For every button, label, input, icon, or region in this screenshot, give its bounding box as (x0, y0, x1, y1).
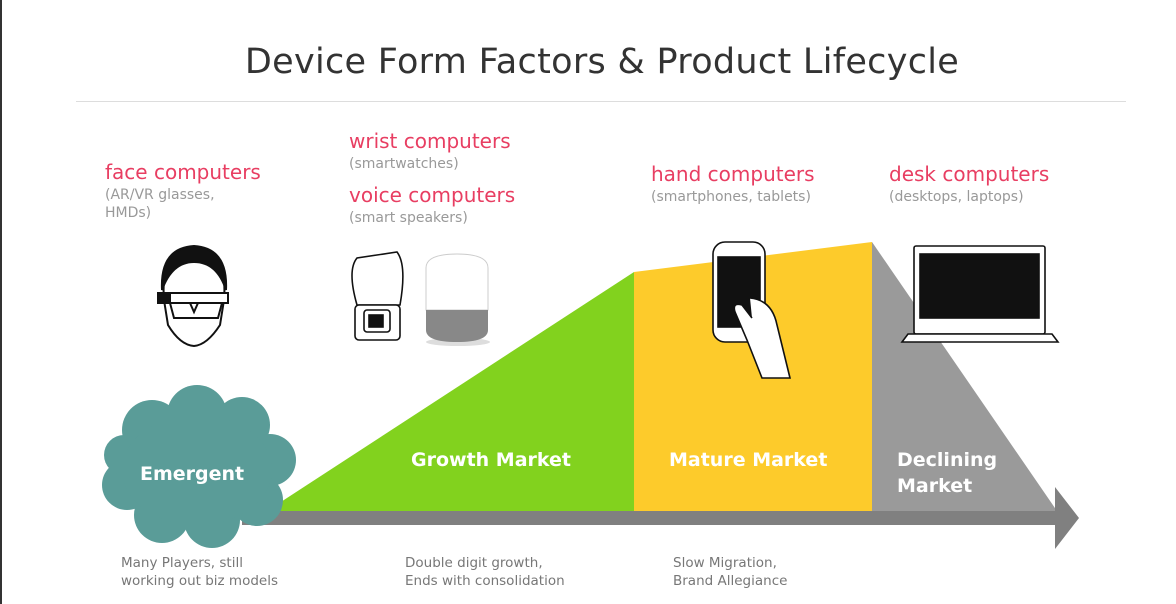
note-mature-line1: Slow Migration, (673, 555, 777, 571)
category-face-examples-1: (AR/VR glasses, (105, 187, 215, 203)
smartwatch-icon (351, 251, 404, 341)
stage-declining-line2: Market (897, 475, 973, 497)
stage-declining-line1: Declining (897, 449, 998, 471)
stage-emergent: Emergent (140, 463, 245, 485)
note-mature: Slow Migration, Brand Allegiance (673, 554, 787, 590)
note-emergent: Many Players, still working out biz model… (121, 554, 278, 590)
stage-growth: Growth Market (411, 449, 571, 471)
growth-area (267, 272, 634, 511)
note-growth: Double digit growth, Ends with consolidat… (405, 554, 565, 590)
smartphone-hand-icon (712, 241, 792, 379)
emergent-cloud (102, 385, 296, 548)
category-desk: desk computers (889, 162, 1050, 186)
category-wrist: wrist computers (349, 129, 511, 153)
smart-speaker-icon (425, 253, 490, 346)
page-title: Device Form Factors & Product Lifecycle (244, 42, 960, 82)
stage-mature: Mature Market (669, 449, 828, 471)
note-mature-line2: Brand Allegiance (673, 573, 788, 589)
axis-arrowhead (1055, 487, 1079, 549)
laptop-icon (900, 245, 1060, 343)
title-divider (76, 101, 1126, 102)
category-face-examples-2: HMDs) (105, 205, 152, 221)
category-wrist-examples: (smartwatches) (349, 156, 459, 172)
mature-area (634, 242, 872, 511)
category-hand-examples: (smartphones, tablets) (651, 189, 811, 205)
category-hand: hand computers (651, 162, 815, 186)
category-desk-examples: (desktops, laptops) (889, 189, 1024, 205)
timeline-axis (242, 511, 1057, 525)
category-face: face computers (105, 160, 261, 184)
category-voice-examples: (smart speakers) (349, 210, 468, 226)
note-emergent-line1: Many Players, still (121, 555, 243, 571)
note-growth-line2: Ends with consolidation (405, 573, 565, 589)
face-glasses-icon (157, 244, 229, 348)
note-growth-line1: Double digit growth, (405, 555, 543, 571)
category-voice: voice computers (349, 183, 516, 207)
note-emergent-line2: working out biz models (121, 573, 279, 589)
